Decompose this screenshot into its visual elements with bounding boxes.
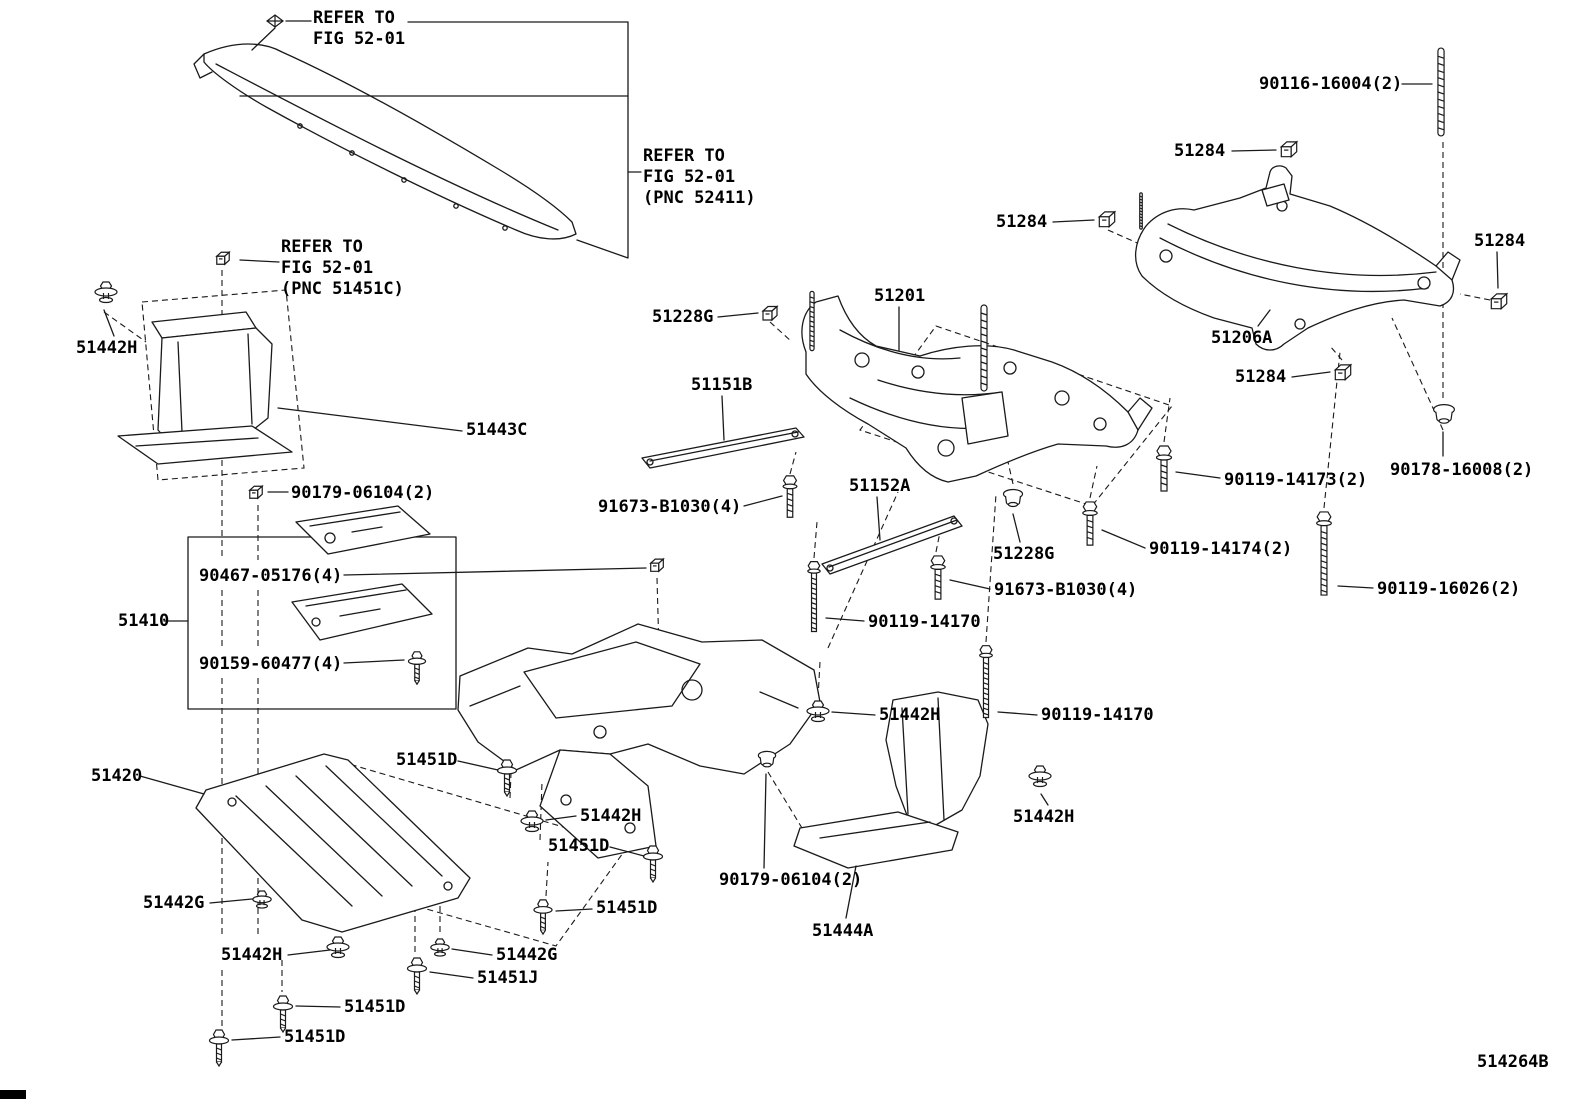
bolt-icon <box>807 561 821 633</box>
part-label-51451d: 51451D <box>548 836 610 856</box>
part-label-51228g: 51228G <box>993 544 1055 564</box>
part-label-51443c: 51443C <box>466 420 528 440</box>
part-label-51451j: 51451J <box>477 968 539 988</box>
engine-under-cover-art <box>457 623 821 859</box>
part-label-90119-14174-2-: 90119-14174(2) <box>1149 539 1293 559</box>
refer-note-top: REFER TO FIG 52-01 <box>313 8 406 49</box>
diagram-code: 514264B <box>1477 1052 1549 1072</box>
screw-icon <box>642 845 664 883</box>
washer-clip-icon <box>326 936 350 959</box>
clip-icon <box>249 485 263 499</box>
washer-clip-icon <box>252 890 272 909</box>
part-label-90467-05176-4-: 90467-05176(4) <box>199 566 343 586</box>
part-label-51444a: 51444A <box>812 921 874 941</box>
grommet-icon <box>1002 488 1024 508</box>
leader-lines <box>103 20 1499 1041</box>
part-label-90119-14170: 90119-14170 <box>868 612 981 632</box>
part-label-90159-60477-4-: 90159-60477(4) <box>199 654 343 674</box>
part-label-51284: 51284 <box>1174 141 1226 161</box>
part-label-51152a: 51152A <box>849 476 911 496</box>
part-label-51284: 51284 <box>1235 367 1287 387</box>
refer-note-left: REFER TO FIG 52-01 (PNC 51451C) <box>281 237 404 299</box>
part-label-51442h: 51442H <box>1013 807 1075 827</box>
front-under-cover-art <box>195 753 471 933</box>
front-crossmember-art <box>801 295 1153 483</box>
part-label-91673-b1030-4-: 91673-B1030(4) <box>994 580 1138 600</box>
clip-icon <box>1334 364 1352 381</box>
part-label-90178-16008-2-: 90178-16008(2) <box>1390 460 1534 480</box>
grommet-icon <box>1432 403 1456 424</box>
washer-clip-icon <box>430 938 450 957</box>
part-label-51451d: 51451D <box>344 997 406 1017</box>
page-corner-mark <box>0 1090 26 1099</box>
brace-bars-art <box>641 427 963 575</box>
part-label-90179-06104-2-: 90179-06104(2) <box>291 483 435 503</box>
part-label-90119-14170: 90119-14170 <box>1041 705 1154 725</box>
bolt-icon <box>1155 445 1173 492</box>
bolt-icon <box>979 645 993 719</box>
clip-icon <box>1280 141 1298 158</box>
rear-crossmember-art <box>1135 165 1461 351</box>
part-label-51442h: 51442H <box>580 806 642 826</box>
screw-icon <box>407 651 427 685</box>
bolt-icon <box>782 475 798 518</box>
part-label-51284: 51284 <box>996 212 1048 232</box>
part-label-51442h: 51442H <box>879 705 941 725</box>
part-label-90119-14173-2-: 90119-14173(2) <box>1224 470 1368 490</box>
stud-bolt-icon <box>1437 47 1445 137</box>
part-label-90116-16004-2-: 90116-16004(2) <box>1259 74 1403 94</box>
cover-plate-art <box>187 505 457 710</box>
bolt-icon <box>1082 501 1098 546</box>
diamond-marker-icon <box>266 14 284 28</box>
part-label-51228g: 51228G <box>652 307 714 327</box>
part-label-51442h: 51442H <box>221 945 283 965</box>
part-label-51284: 51284 <box>1474 231 1526 251</box>
stud-bolt-icon <box>1139 192 1143 230</box>
clip-icon <box>1490 293 1508 310</box>
part-label-90119-16026-2-: 90119-16026(2) <box>1377 579 1521 599</box>
part-label-51442g: 51442G <box>143 893 205 913</box>
part-label-91673-b1030-4-: 91673-B1030(4) <box>598 497 742 517</box>
clip-icon <box>762 305 778 321</box>
assembly-dashed-lines <box>103 142 1491 1028</box>
washer-clip-icon <box>520 810 544 833</box>
part-label-51206a: 51206A <box>1211 328 1273 348</box>
refer-note-right: REFER TO FIG 52-01 (PNC 52411) <box>643 146 756 208</box>
part-label-51442g: 51442G <box>496 945 558 965</box>
bolt-icon <box>930 555 946 600</box>
side-bracket-art <box>117 311 293 465</box>
washer-clip-icon <box>94 281 118 304</box>
bolt-icon <box>1316 511 1332 596</box>
front-spoiler-art <box>193 43 577 240</box>
screw-icon <box>533 899 553 935</box>
screw-icon <box>406 957 428 995</box>
stud-bolt-icon <box>809 290 815 352</box>
grommet-icon <box>757 750 777 768</box>
part-label-51451d: 51451D <box>596 898 658 918</box>
part-label-51420: 51420 <box>91 766 143 786</box>
stud-bolt-icon <box>980 304 988 392</box>
part-label-51451d: 51451D <box>396 750 458 770</box>
part-label-51151b: 51151B <box>691 375 753 395</box>
screw-icon <box>208 1029 230 1067</box>
part-label-90179-06104-2-: 90179-06104(2) <box>719 870 863 890</box>
part-label-51451d: 51451D <box>284 1027 346 1047</box>
part-label-51201: 51201 <box>874 286 926 306</box>
part-label-51410: 51410 <box>118 611 170 631</box>
clip-icon <box>650 558 664 572</box>
clip-icon <box>216 251 230 265</box>
part-label-51442h: 51442H <box>76 338 138 358</box>
washer-clip-icon <box>1028 765 1052 788</box>
clip-icon <box>1098 211 1116 228</box>
side-under-cover-art <box>793 691 989 869</box>
